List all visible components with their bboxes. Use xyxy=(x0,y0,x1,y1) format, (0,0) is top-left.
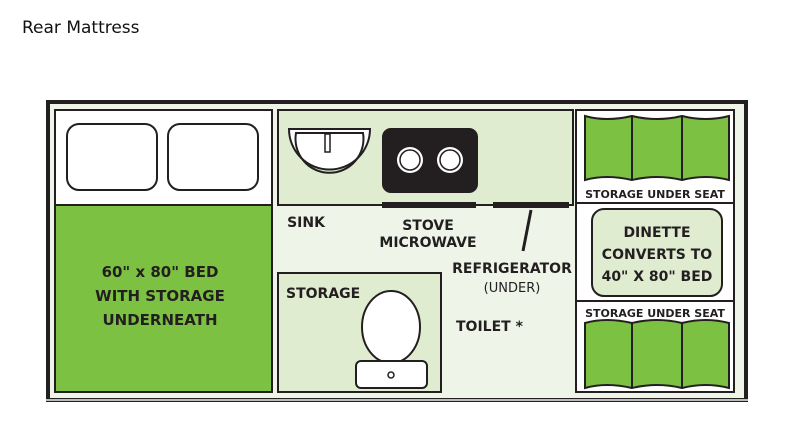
refrigerator-bar xyxy=(493,202,569,208)
bed-label: 60" x 80" BED xyxy=(102,263,219,281)
refrigerator-note: (UNDER) xyxy=(484,281,541,296)
seat-cushions-bottom xyxy=(584,319,730,390)
dinette-table xyxy=(591,208,723,297)
page-title: Rear Mattress xyxy=(22,18,140,38)
dinette: STORAGE UNDER SEAT DINETTE CONVERTS TO 4… xyxy=(575,109,735,393)
seat-cushions-top xyxy=(584,114,730,182)
microwave-bar xyxy=(382,202,476,208)
refrigerator-label: REFRIGERATOR xyxy=(452,261,572,277)
bed-label: UNDERNEATH xyxy=(102,311,217,329)
stove-label: STOVE xyxy=(402,218,454,234)
dinette-label: CONVERTS TO xyxy=(602,247,712,263)
pillow-icon xyxy=(66,123,158,191)
toilet-icon xyxy=(361,290,421,364)
storage-label: STORAGE xyxy=(286,286,360,302)
bed-label: WITH STORAGE xyxy=(95,287,225,305)
rear-bed: 60" x 80" BED WITH STORAGE UNDERNEATH xyxy=(54,109,273,393)
kitchen: SINK STOVE MICROWAVE REFRIGERATOR (UNDER… xyxy=(277,109,574,296)
toilet-label: TOILET * xyxy=(456,319,524,335)
storage-under-seat-top-label: STORAGE UNDER SEAT xyxy=(585,188,725,201)
bathroom: STORAGE TOILET * xyxy=(277,272,524,393)
dinette-label: 40" X 80" BED xyxy=(602,269,713,285)
microwave-label: MICROWAVE xyxy=(379,235,476,251)
pillow-icon xyxy=(167,123,259,191)
stove-icon xyxy=(382,128,478,193)
storage-under-seat-bottom-label: STORAGE UNDER SEAT xyxy=(585,307,725,320)
dinette-label: DINETTE xyxy=(623,225,690,241)
sink-label: SINK xyxy=(287,215,326,231)
